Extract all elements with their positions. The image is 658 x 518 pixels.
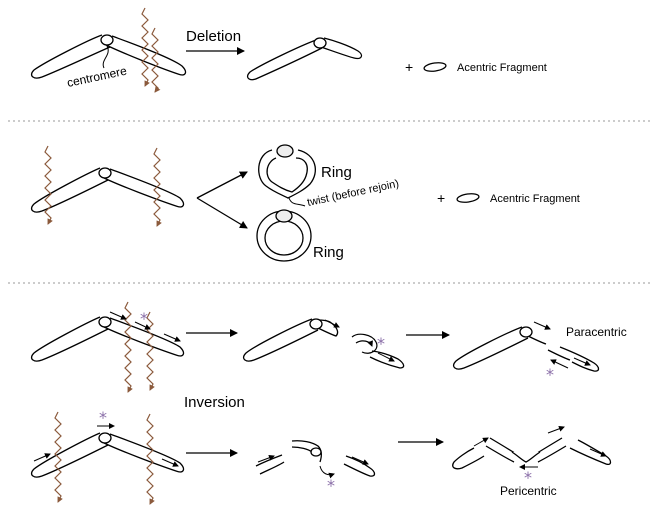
- orientation-arrow-reversed: [550, 359, 569, 369]
- inverted-segment-asterisk: *: [140, 309, 148, 328]
- chromosome-original: [30, 167, 185, 213]
- orientation-arrow: [547, 425, 565, 434]
- inversion-section: Inversion * *: [30, 301, 627, 505]
- orientation-arrow: [257, 454, 275, 463]
- pericentric-inversion-result: [452, 437, 612, 470]
- ring-label: Ring: [321, 164, 352, 181]
- ring-section: twist (before rejoin) Ring Ring + Acentr…: [30, 144, 580, 262]
- twist-pointer: [288, 197, 306, 207]
- orientation-arrow: [473, 437, 489, 447]
- acentric-fragment-label: Acentric Fragment: [490, 193, 580, 205]
- broken-chromosome: [242, 318, 339, 362]
- break-line: [146, 311, 155, 391]
- orientation-arrow: [589, 448, 607, 457]
- orientation-arrow: [163, 333, 181, 342]
- orientation-arrow: [351, 456, 369, 465]
- acentric-fragment: [423, 62, 447, 72]
- paracentric-inversion-result: [452, 326, 600, 372]
- twisted-ring: [258, 144, 316, 199]
- inverted-segment-asterisk: *: [99, 408, 107, 427]
- centromere-pointer: [102, 45, 109, 69]
- inverted-segment-asterisk: *: [327, 476, 335, 495]
- twist-label: twist (before rejoin): [306, 178, 400, 209]
- branch-arrow-down: [196, 197, 248, 229]
- break-line: [151, 27, 161, 93]
- paracentric-label: Paracentric: [566, 325, 627, 339]
- distal-fragment: [369, 350, 405, 369]
- orientation-arrow: [109, 311, 127, 320]
- acentric-fragment: [456, 193, 480, 203]
- deleted-chromosome: [246, 37, 363, 81]
- orientation-arrow: [573, 357, 591, 366]
- orientation-arrow: [134, 321, 151, 330]
- plus-sign: +: [405, 59, 413, 75]
- chromosome-original: [30, 316, 185, 362]
- orientation-arrow: [324, 319, 340, 328]
- ring: [256, 209, 312, 262]
- acentric-fragment-label: Acentric Fragment: [457, 62, 547, 74]
- orientation-arrow: [533, 321, 551, 330]
- orientation-arrow: [161, 458, 179, 467]
- ring-label: Ring: [313, 244, 344, 261]
- break-line: [153, 147, 162, 227]
- deletion-title: Deletion: [186, 28, 241, 45]
- pericentric-label: Pericentric: [500, 484, 557, 498]
- orientation-arrow: [33, 453, 51, 462]
- centromere-label: centromere: [66, 64, 129, 90]
- chromosome-original: [30, 432, 185, 478]
- orientation-arrow: [377, 352, 395, 362]
- deletion-section: centromere Deletion + Acentric Fragment: [30, 7, 547, 93]
- rotating-segment: [355, 340, 373, 347]
- plus-sign: +: [437, 190, 445, 206]
- break-line: [44, 145, 53, 225]
- inverted-segment-asterisk: *: [524, 468, 532, 487]
- break-line: [124, 301, 133, 393]
- break-line: [141, 7, 150, 87]
- inverted-segment-asterisk: *: [546, 365, 554, 384]
- inversion-title: Inversion: [184, 394, 245, 411]
- break-line: [146, 413, 155, 505]
- break-line: [54, 411, 63, 503]
- broken-chromosome: [255, 440, 376, 477]
- rotating-segment: [351, 333, 378, 354]
- chromosome-original: [30, 34, 187, 79]
- branch-arrow-up: [196, 171, 248, 199]
- rotating-segment: [319, 465, 335, 479]
- inverted-segment-asterisk: *: [377, 334, 385, 353]
